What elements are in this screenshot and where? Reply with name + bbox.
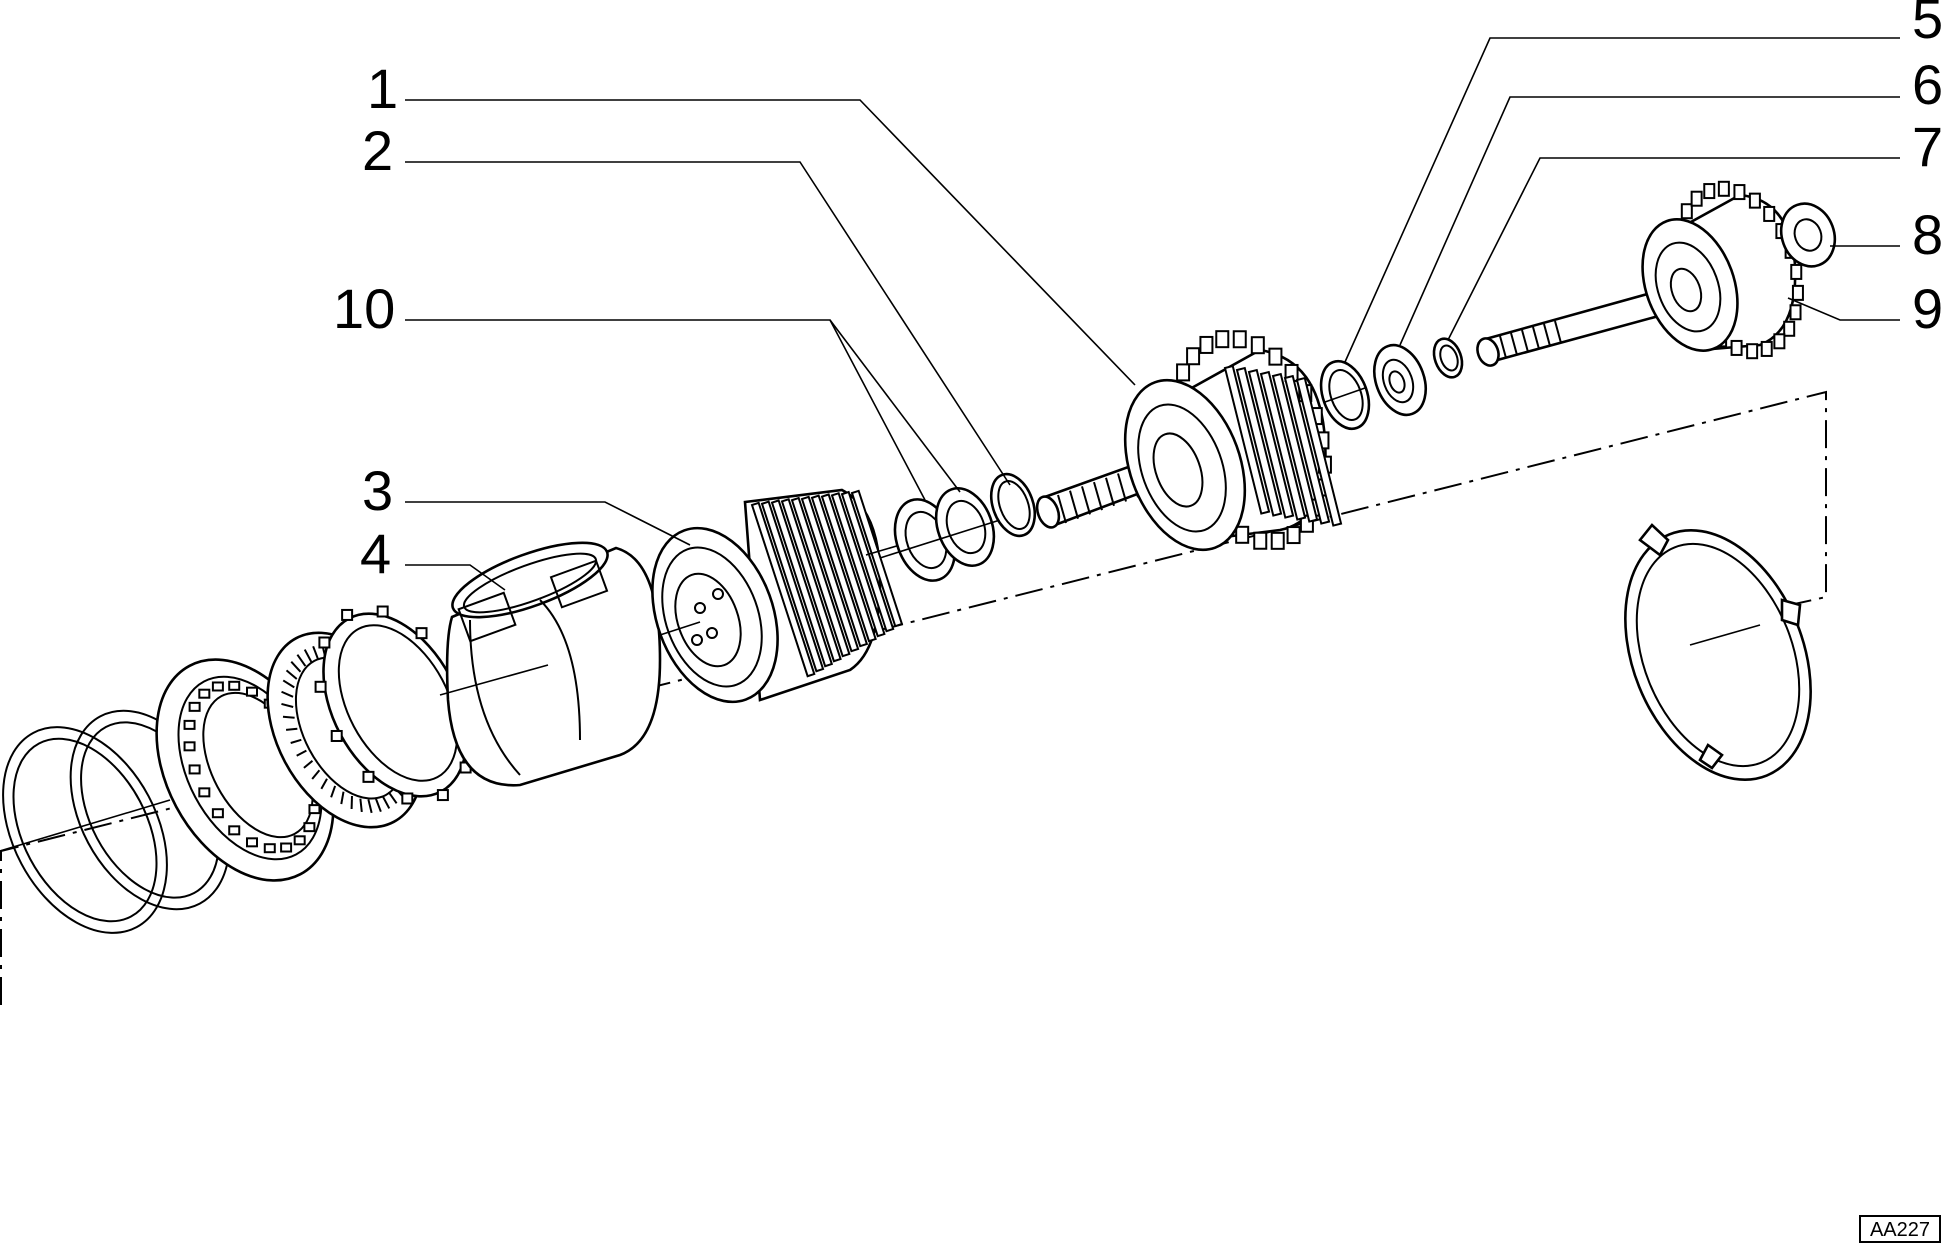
callout-7: 7 — [1912, 115, 1943, 178]
callout-9: 9 — [1912, 277, 1943, 340]
callout-5: 5 — [1912, 0, 1943, 50]
callout-4: 4 — [360, 522, 391, 585]
input-shaft-gear — [1476, 180, 1804, 367]
snap-ring-outer — [2, 726, 168, 934]
assembly-axis — [0, 390, 1827, 1005]
lock-nut-8 — [1779, 202, 1837, 268]
callout-1: 1 — [367, 57, 398, 120]
clutch-drum — [439, 541, 662, 787]
thrust-washer-pair — [879, 486, 1001, 582]
retaining-plate — [1624, 523, 1812, 781]
callout-labels: 1 2 10 3 4 5 6 7 8 9 — [333, 0, 1943, 585]
callout-8: 8 — [1912, 203, 1943, 266]
callout-3: 3 — [362, 459, 393, 522]
snap-ring-7 — [1432, 337, 1464, 379]
snap-ring-2 — [989, 472, 1037, 538]
snap-ring-5 — [1319, 359, 1371, 431]
callout-2: 2 — [362, 119, 393, 182]
sun-gear-hub — [651, 488, 904, 704]
planetary-carrier-shaft — [1035, 330, 1343, 552]
reference-code: AA227 — [1870, 1219, 1930, 1241]
callout-6: 6 — [1912, 53, 1943, 116]
leader-lines — [405, 37, 1900, 591]
reference-code-box: AA227 — [1859, 1215, 1941, 1243]
callout-10: 10 — [333, 277, 395, 340]
bearing-6 — [1373, 343, 1427, 417]
